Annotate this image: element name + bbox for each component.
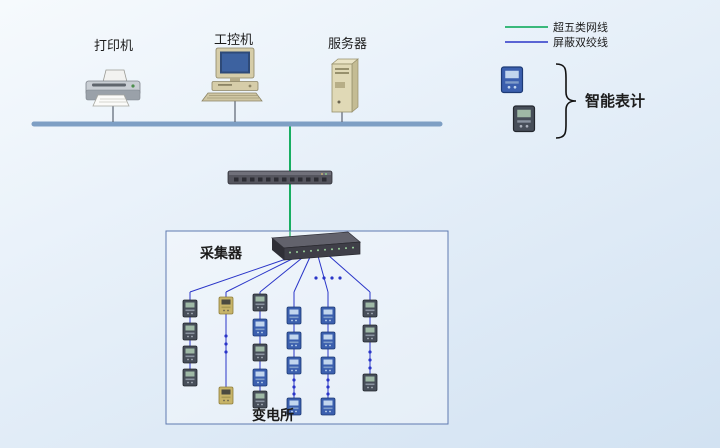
meter-icon <box>252 293 268 312</box>
switch-icon <box>227 170 333 185</box>
meter-icon <box>252 368 268 387</box>
meter-icon <box>320 306 336 325</box>
meter-icon <box>182 299 198 318</box>
smart-meter-icon <box>512 105 536 133</box>
meter-icon <box>362 373 378 392</box>
meter-icon <box>286 331 302 350</box>
meter-icon <box>320 356 336 375</box>
meter-icon <box>218 386 234 405</box>
collector-label: 采集器 <box>199 245 243 262</box>
meter-icon <box>182 368 198 387</box>
printer-label: 打印机 <box>94 39 133 54</box>
legend-stp-label: 屏蔽双绞线 <box>553 35 608 49</box>
collector-icon <box>270 231 362 261</box>
meter-icon <box>252 318 268 337</box>
smart-meter-icon <box>500 66 524 94</box>
ipc-label: 工控机 <box>214 33 253 48</box>
ellipsis-dots <box>224 276 372 396</box>
meter-icon <box>320 397 336 416</box>
meter-icon <box>252 343 268 362</box>
server-label: 服务器 <box>328 36 367 52</box>
meter-icon <box>218 296 234 315</box>
printer-icon <box>85 69 141 107</box>
meter-icon <box>362 324 378 343</box>
smart-meters-label: 智能表计 <box>585 92 645 110</box>
curly-brace <box>555 63 577 139</box>
meter-icon <box>286 356 302 375</box>
server-icon <box>331 58 359 113</box>
legend: 超五类网线 屏蔽双绞线 <box>505 20 608 49</box>
industrial-pc-icon <box>201 47 263 102</box>
smart-meters-legend: 智能表计 <box>500 63 645 139</box>
meter-icon <box>182 322 198 341</box>
meter-icon <box>286 306 302 325</box>
legend-cat5-label: 超五类网线 <box>553 20 608 34</box>
meter-icon <box>362 299 378 318</box>
meter-icon <box>252 390 268 409</box>
substation-label: 变电所 <box>252 407 294 424</box>
device-connectors <box>112 101 343 122</box>
meter-icon <box>182 345 198 364</box>
meter-icon <box>320 331 336 350</box>
